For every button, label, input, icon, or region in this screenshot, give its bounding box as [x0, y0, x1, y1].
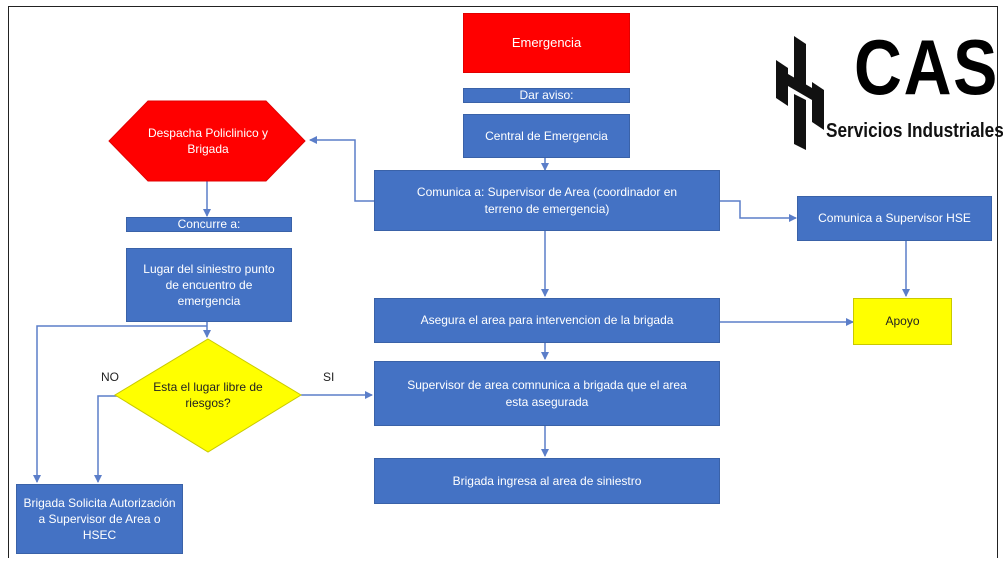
central-box: Central de Emergencia: [463, 114, 630, 158]
emergencia-label: Emergencia: [511, 35, 582, 51]
decision-diamond: [114, 338, 302, 453]
cas-logo-mark: [776, 36, 824, 150]
asegura-label: Asegura el area para intervencion de la …: [420, 313, 674, 328]
apoyo-box: Apoyo: [853, 298, 952, 345]
despacha-text: Despacha Policlinico y Brigada: [130, 112, 286, 170]
arrow-comunica-to-hse: [720, 200, 797, 222]
cas-logo: CAS Servicios Industriales: [774, 28, 1003, 152]
comunica-hse-label: Comunica a Supervisor HSE: [818, 211, 971, 226]
concurre-label: Concurre a:: [177, 217, 241, 232]
decision-label: Esta el lugar libre de riesgos?: [153, 379, 263, 410]
comunica-hse-box: Comunica a Supervisor HSE: [797, 196, 992, 241]
branch-no-label: NO: [101, 370, 119, 384]
branch-si-label: SI: [323, 370, 335, 384]
asegura-box: Asegura el area para intervencion de la …: [374, 298, 720, 343]
comunica-supervisor-box: Comunica a: Supervisor de Area (coordina…: [374, 170, 720, 231]
dar-aviso-label: Dar aviso:: [519, 88, 574, 103]
apoyo-label: Apoyo: [885, 314, 920, 329]
emergencia-box: Emergencia: [463, 13, 630, 73]
lugar-label: Lugar del siniestro punto de encuentro d…: [143, 261, 275, 309]
logo-subtitle: Servicios Industriales: [826, 120, 1003, 142]
brigada-ingresa-label: Brigada ingresa al area de siniestro: [452, 473, 642, 488]
decision-text: Esta el lugar libre de riesgos?: [150, 372, 266, 418]
brigada-ingresa-box: Brigada ingresa al area de siniestro: [374, 458, 720, 504]
logo-name: CAS: [854, 23, 1000, 111]
supervisor-comunica-label: Supervisor de area comnunica a brigada q…: [407, 378, 687, 409]
diagram-frame: [8, 6, 998, 558]
concurre-box: Concurre a:: [126, 217, 292, 232]
despacha-hexagon: [108, 100, 306, 182]
central-label: Central de Emergencia: [485, 128, 608, 143]
arrow-comunica-to-despacha: [309, 136, 375, 202]
brigada-solicita-box: Brigada Solicita Autorización a Supervis…: [16, 484, 183, 554]
dar-aviso-box: Dar aviso:: [463, 88, 630, 103]
brigada-solicita-label: Brigada Solicita Autorización a Supervis…: [23, 495, 176, 543]
arrow-decision-no: [94, 395, 117, 483]
comunica-supervisor-label: Comunica a: Supervisor de Area (coordina…: [416, 185, 678, 216]
despacha-label: Despacha Policlinico y Brigada: [147, 125, 269, 156]
supervisor-comunica-box: Supervisor de area comnunica a brigada q…: [374, 361, 720, 426]
arrow-lugar-to-solicita: [33, 325, 207, 483]
lugar-box: Lugar del siniestro punto de encuentro d…: [126, 248, 292, 322]
